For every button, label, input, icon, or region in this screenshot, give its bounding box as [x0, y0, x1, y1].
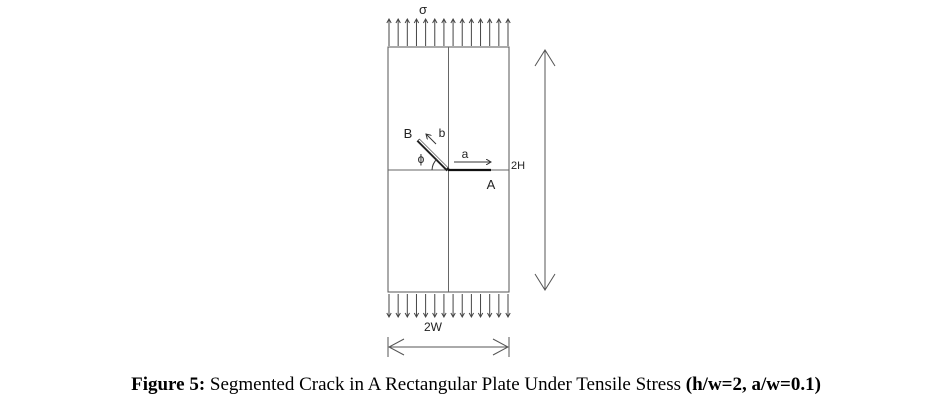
bottom-stress-arrow-head	[432, 312, 438, 319]
crack-end-b-label: B	[404, 126, 413, 141]
height-arrowhead-top	[534, 49, 556, 67]
bottom-stress-arrow-head	[477, 312, 484, 319]
bottom-stress-arrow-head	[395, 312, 401, 319]
width-label: 2W	[424, 320, 443, 334]
bottom-stress-arrow-head	[468, 312, 475, 319]
caption-text: Segmented Crack in A Rectangular Plate U…	[205, 374, 686, 395]
bottom-stress-arrow-head	[404, 312, 410, 319]
height-label: 2H	[511, 160, 525, 172]
top-stress-arrow-head	[441, 17, 447, 24]
width-arrowhead-right	[492, 338, 510, 356]
bottom-stress-arrow-head	[505, 312, 511, 319]
bottom-stress-arrow-head	[450, 312, 456, 319]
bottom-stress-arrow-head	[441, 312, 447, 319]
height-arrowhead-bottom	[534, 273, 556, 291]
top-stress-arrow-head	[468, 17, 475, 24]
main-length-label: a	[462, 147, 469, 161]
bottom-stress-arrow-head	[386, 312, 392, 319]
branch-crack-inner	[418, 139, 448, 169]
caption-prefix: Figure 5:	[131, 374, 206, 395]
bottom-stress-arrow-head	[413, 312, 420, 319]
top-stress-arrow-head	[459, 17, 465, 24]
figure-caption: Figure 5: Segmented Crack in A Rectangul…	[0, 374, 952, 396]
top-stress-arrow-head	[496, 17, 502, 24]
branch-length-label: b	[439, 126, 446, 140]
top-stress-arrow-head	[395, 17, 401, 24]
top-stress-arrow-head	[450, 17, 456, 24]
top-stress-arrow-head	[432, 17, 438, 24]
bottom-stress-arrow-head	[487, 312, 493, 319]
plate-diagram: σ B b a ϕ A 2H 2W	[386, 2, 556, 357]
top-stress-arrow-head	[477, 17, 484, 24]
top-stress-arrows	[386, 17, 511, 46]
top-stress-arrow-head	[487, 17, 493, 24]
top-stress-arrow-head	[386, 17, 392, 24]
angle-label: ϕ	[418, 152, 425, 166]
crack-end-a-label: A	[487, 177, 496, 192]
bottom-stress-arrow-head	[496, 312, 502, 319]
caption-params: (h/w=2, a/w=0.1)	[685, 374, 821, 395]
bottom-stress-arrow-head	[459, 312, 465, 319]
width-arrowhead-left	[387, 338, 405, 356]
top-stress-arrow-head	[413, 17, 420, 24]
bottom-stress-arrows	[386, 294, 511, 319]
top-stress-arrow-head	[404, 17, 410, 24]
stress-label: σ	[419, 2, 427, 17]
branch-length-arrow	[426, 134, 437, 145]
top-stress-arrow-head	[505, 17, 511, 24]
top-stress-arrow-head	[422, 17, 429, 24]
angle-arc	[431, 158, 438, 171]
bottom-stress-arrow-head	[422, 312, 429, 319]
